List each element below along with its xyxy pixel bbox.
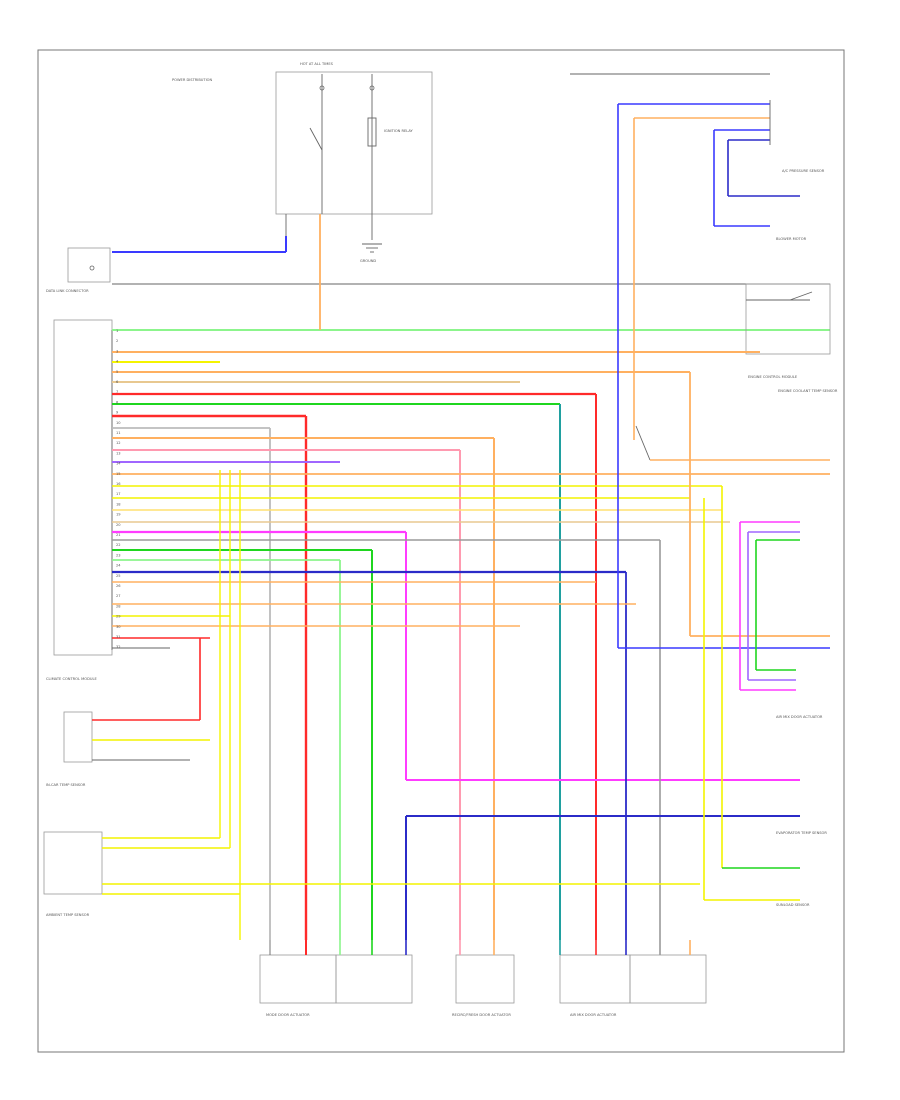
power-dist-label: POWER DISTRIBUTION <box>172 78 212 82</box>
data-link-label: DATA LINK CONNECTOR <box>46 289 89 293</box>
pin-label: 5 <box>116 370 118 374</box>
pin-label: 27 <box>116 594 121 598</box>
ac-pressure-label: A/C PRESSURE SENSOR <box>782 169 825 173</box>
relay-coil <box>367 117 377 147</box>
pin-label: 21 <box>116 533 121 537</box>
air-mix-bottom-label: AIR MIX DOOR ACTUATOR <box>570 1013 617 1017</box>
pin-label: 26 <box>116 584 121 588</box>
pin-label: 23 <box>116 553 121 557</box>
ecm-box <box>745 283 831 355</box>
ambient-sensor-label: AMBIENT TEMP SENSOR <box>46 913 90 917</box>
pin-label: 11 <box>116 431 121 435</box>
pin-label: 9 <box>116 411 119 415</box>
pin-label: 18 <box>116 502 121 506</box>
pin-labels: 1234567891011121314151617181920212223242… <box>116 329 121 649</box>
pin-label: 14 <box>116 462 121 466</box>
coolant-sensor-label: ENGINE COOLANT TEMP SENSOR <box>778 389 838 393</box>
pin-label: 2 <box>116 339 118 343</box>
pin-label: 22 <box>116 543 121 547</box>
ecm-label: ENGINE CONTROL MODULE <box>748 375 798 379</box>
pin-label: 16 <box>116 482 121 486</box>
air-mix-label: AIR MIX DOOR ACTUATOR <box>776 715 823 719</box>
ccm-label: CLIMATE CONTROL MODULE <box>46 677 97 681</box>
pin-label: 4 <box>116 360 119 364</box>
pin-label: 20 <box>116 523 121 527</box>
climate-control-module <box>53 319 113 656</box>
air-mix-box-1 <box>559 954 631 1004</box>
ambient-sensor-box <box>43 831 103 895</box>
data-link-connector <box>67 247 111 283</box>
pin-label: 15 <box>116 472 121 476</box>
recirc-actuator-box <box>455 954 515 1004</box>
pin-label: 8 <box>116 400 119 404</box>
pin-label: 25 <box>116 574 121 578</box>
pin-label: 24 <box>116 564 121 568</box>
in-car-sensor-label: IN-CAR TEMP SENSOR <box>46 783 86 787</box>
blower-motor-label: BLOWER MOTOR <box>776 237 807 241</box>
pin-label: 32 <box>116 645 121 649</box>
pin-label: 13 <box>116 451 121 455</box>
in-car-sensor-box <box>63 711 93 763</box>
mode-actuator-box <box>259 954 337 1004</box>
recirc-actuator-label: RECIRC/FRESH DOOR ACTUATOR <box>452 1013 511 1017</box>
pin-label: 3 <box>116 349 118 353</box>
pin-label: 19 <box>116 513 121 517</box>
relay-switch <box>309 127 323 151</box>
sunload-label: SUNLOAD SENSOR <box>776 903 810 907</box>
diagram-frame <box>37 49 845 1053</box>
pin-label: 29 <box>116 615 121 619</box>
pin-label: 1 <box>116 329 118 333</box>
pin-label: 12 <box>116 441 121 445</box>
power-distribution-box <box>275 71 433 215</box>
ground-label: GROUND <box>360 259 376 263</box>
mode-actuator-box-2 <box>335 954 413 1004</box>
evap-sensor-label: EVAPORATOR TEMP SENSOR <box>776 831 827 835</box>
pin-label: 17 <box>116 492 121 496</box>
hot-label: HOT AT ALL TIMES <box>300 62 334 66</box>
pin-label: 10 <box>116 421 121 425</box>
pin-label: 7 <box>116 390 118 394</box>
pin-label: 31 <box>116 635 121 639</box>
ignition-relay-label: IGNITION RELAY <box>384 129 414 133</box>
mode-actuator-label: MODE DOOR ACTUATOR <box>266 1013 310 1017</box>
air-mix-box-2 <box>629 954 707 1004</box>
pin-label: 6 <box>116 380 119 384</box>
pin-label: 30 <box>116 625 121 629</box>
pin-label: 28 <box>116 604 121 608</box>
